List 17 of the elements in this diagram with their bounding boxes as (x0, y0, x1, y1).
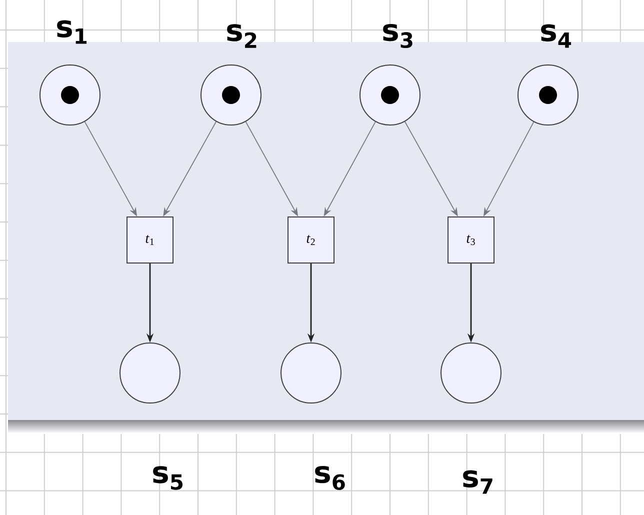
place-circle (120, 342, 180, 404)
place-label: s$_{1}$ (57, 20, 87, 44)
marked-place-circle (40, 64, 100, 126)
place-label: s$_{2}$ (227, 24, 256, 48)
place-label: s$_{6}$ (315, 466, 345, 490)
place-label: s$_{3}$ (383, 24, 412, 48)
marked-place-circle (360, 64, 420, 126)
transition-box: t$_{3}$ (448, 216, 494, 264)
place-label: s$_{4}$ (541, 24, 572, 48)
transition-box: t$_{2}$ (288, 216, 334, 264)
marked-place-circle (518, 64, 578, 126)
place-circle (440, 342, 502, 404)
transition-box: t$_{1}$ (126, 216, 174, 264)
place-label: s$_{5}$ (153, 466, 183, 490)
place-label: s$_{7}$ (463, 470, 492, 494)
place-circle (280, 342, 342, 404)
marked-place-circle (200, 64, 262, 126)
